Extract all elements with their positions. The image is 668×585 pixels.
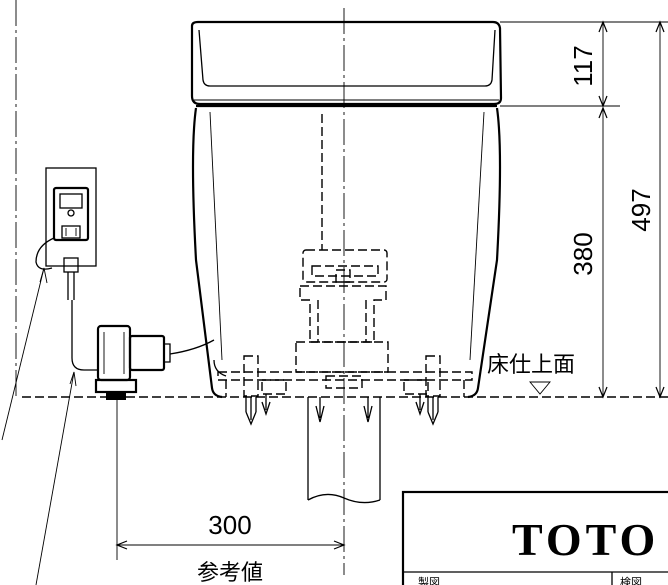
supply-valve: [94, 324, 215, 560]
drain-pipe: [307, 397, 381, 504]
floor-level-symbol: [529, 381, 551, 395]
dim-tank-height: 117: [568, 45, 598, 86]
title-block: [401, 490, 668, 585]
leader-valve: [35, 371, 75, 585]
leader-outlet: [1, 267, 45, 441]
dim-body-height: 380: [568, 232, 598, 275]
vertical-dimensions: [500, 20, 668, 399]
reference-value-label: 参考値: [197, 561, 263, 585]
tank: [190, 20, 503, 108]
hidden-drain-fittings: [217, 114, 473, 426]
floor-finish-label: 床仕上面: [487, 353, 575, 378]
dim-total-height: 497: [626, 188, 656, 231]
dim-supply-offset: 300: [208, 510, 251, 540]
electric-outlet: [35, 167, 98, 371]
title-cell-checked: 検図: [620, 575, 642, 585]
brand-logo: TOTO: [512, 514, 659, 565]
toilet-body: [191, 107, 502, 399]
title-cell-drafted: 製図: [418, 575, 440, 585]
